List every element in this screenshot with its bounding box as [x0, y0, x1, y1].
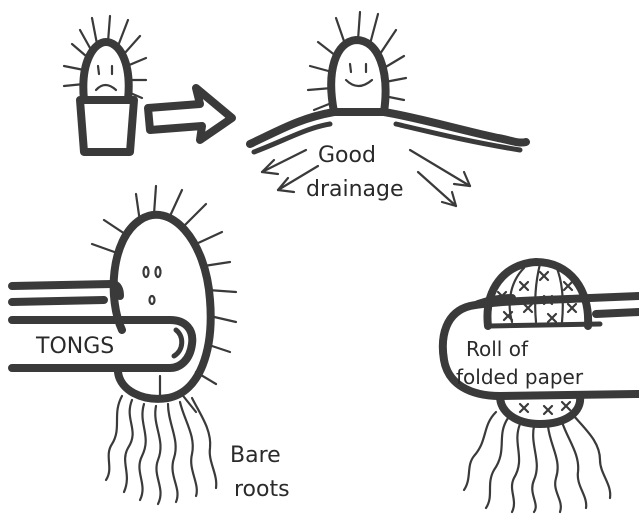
label-drainage: drainage	[306, 177, 404, 202]
arrow-right-icon	[148, 88, 232, 140]
label-good: Good	[318, 143, 376, 168]
sad-cactus-in-pot-icon	[64, 16, 146, 152]
label-roots: roots	[234, 477, 290, 502]
label-bare: Bare	[230, 443, 281, 468]
label-roll-of: Roll of	[466, 337, 529, 361]
label-tongs: TONGS	[35, 334, 114, 359]
label-folded-paper: folded paper	[456, 365, 584, 389]
